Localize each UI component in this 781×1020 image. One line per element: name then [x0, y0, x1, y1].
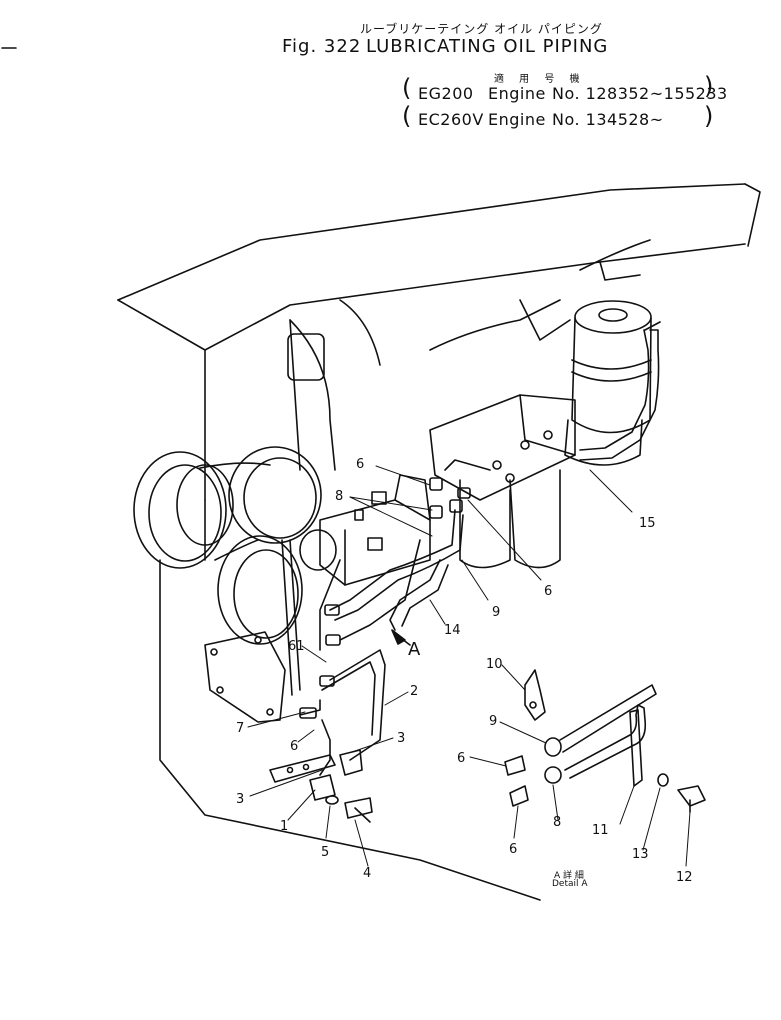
right-paren-top: ): [704, 72, 714, 100]
side-boss: [287, 333, 325, 381]
japanese-title: ルーブリケーテイング オイル パイピング: [360, 22, 603, 36]
pipe-14: [329, 509, 464, 641]
view-marker-a: A: [408, 639, 421, 660]
callout-10: 10: [486, 657, 503, 672]
right-paren-bottom: ): [704, 102, 714, 130]
detail-a-en: Detail A: [552, 879, 588, 889]
callout-5: 5: [321, 845, 329, 860]
callout-11: 11: [592, 823, 609, 838]
callout-8-top: 8: [335, 489, 343, 504]
callout-13: 13: [632, 847, 649, 862]
callout-1: 1: [280, 819, 288, 834]
bracket-3: [269, 749, 363, 801]
row1-model: EG200: [418, 84, 474, 103]
engine-body: [117, 183, 761, 901]
pipe-2: [299, 649, 386, 776]
callout-7: 7: [236, 721, 244, 736]
callout-14: 14: [444, 623, 461, 638]
left-paren-bottom: (: [402, 102, 412, 130]
callout-2: 2: [410, 684, 418, 699]
callout-9-detail: 9: [489, 714, 497, 729]
front-cover: [204, 631, 286, 723]
callout-labels: 6 8 15 6 9 14 61 2 7 6 3 3 1 5 4 10 9 6 …: [236, 457, 693, 885]
callout-6-top: 6: [356, 457, 364, 472]
callout-6-left: 6: [290, 739, 298, 754]
view-arrow-a: [391, 629, 411, 646]
pipe-15: [579, 321, 661, 461]
figure-title: LUBRICATING OIL PIPING: [366, 36, 609, 57]
pulleys: [133, 446, 322, 696]
callout-61: 61: [288, 639, 305, 654]
callout-8-detail: 8: [553, 815, 561, 830]
callout-15: 15: [639, 516, 656, 531]
pump-block: [299, 474, 431, 651]
callout-4: 4: [363, 866, 371, 881]
left-paren-top: (: [402, 74, 412, 102]
detail-a-jp: A 詳 細: [554, 871, 584, 881]
callout-6-detail-a: 6: [457, 751, 465, 766]
callout-6-detail-b: 6: [509, 842, 517, 857]
callout-3-left: 3: [236, 792, 244, 807]
left-fittings: [299, 477, 471, 719]
row2-serial: No. 134528~: [552, 110, 664, 129]
row2-model: EC260V: [418, 110, 484, 129]
callout-6-right: 6: [544, 584, 552, 599]
row2-engine-label: Engine: [488, 110, 546, 129]
applicability-label: 適 用 号 機: [494, 74, 586, 85]
bolt-4: [325, 795, 373, 823]
callout-12: 12: [676, 870, 693, 885]
leader-lines: [247, 465, 691, 867]
filter-bracket: [429, 394, 576, 569]
row1-serial: No. 128352~155233: [552, 84, 728, 103]
oil-filter: [564, 300, 652, 466]
detail-a-parts: [504, 669, 706, 813]
callout-9-mid: 9: [492, 605, 500, 620]
row1-engine-label: Engine: [488, 84, 546, 103]
figure-number: Fig. 322: [282, 36, 362, 57]
callout-3-right: 3: [397, 731, 405, 746]
